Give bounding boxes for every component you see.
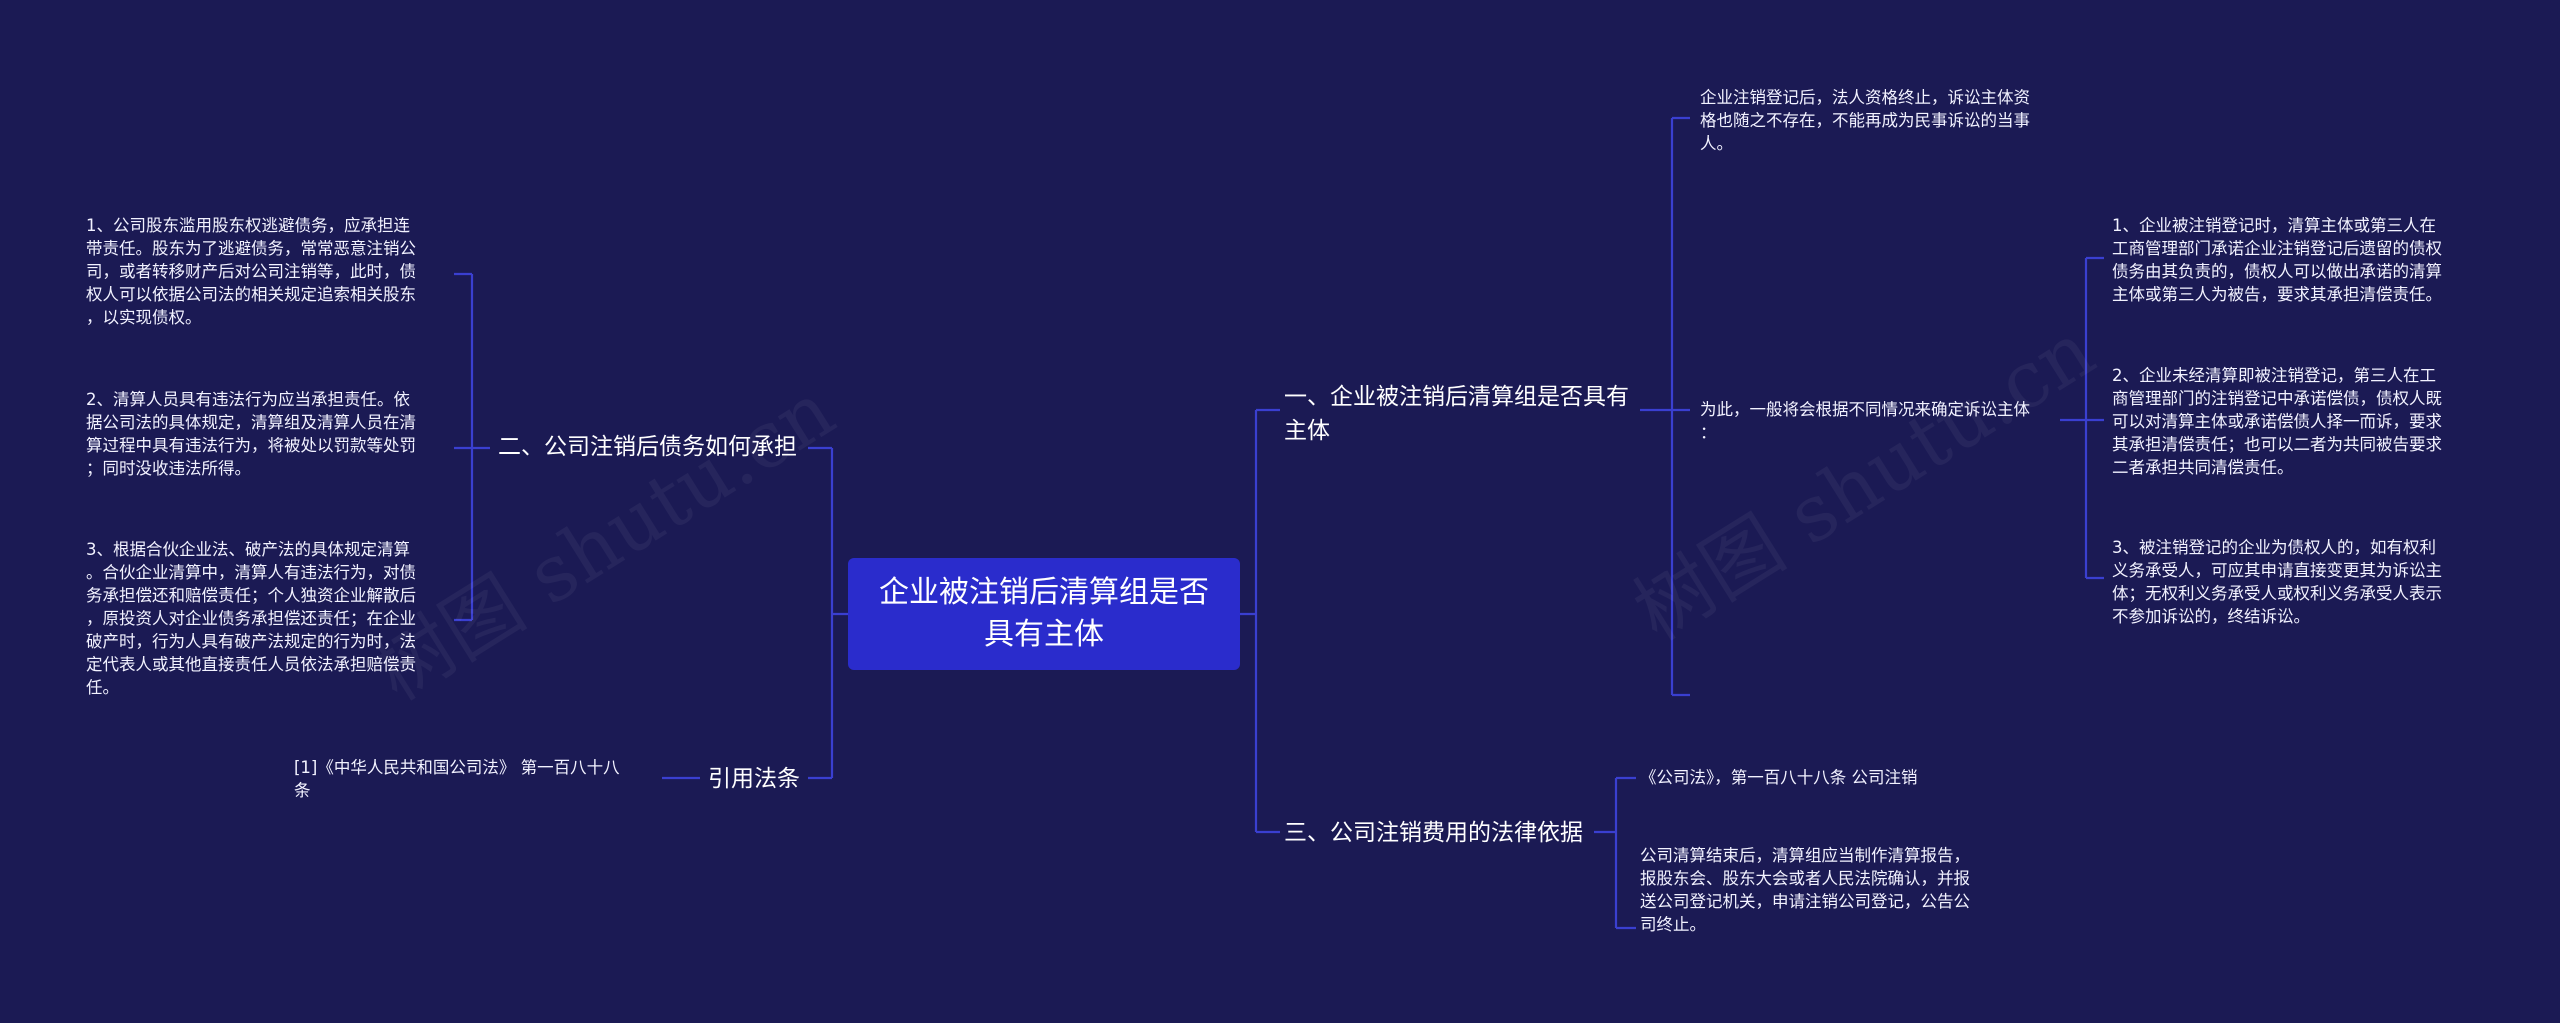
link-r1-children <box>1640 116 1690 697</box>
r1-leaf-mid[interactable]: 为此，一般将会根据不同情况来确定诉讼主体 ： <box>1700 400 2030 442</box>
l2-leaf[interactable]: 2、清算人员具有违法行为应当承担责任。依 据公司法的具体规定，清算组及清算人员在… <box>86 390 416 478</box>
link-l2-children <box>454 272 490 622</box>
r1-leaf-top[interactable]: 企业注销登记后，法人资格终止，诉讼主体资 格也随之不存在，不能再成为民事诉讼的当… <box>1700 88 2030 153</box>
l4-leaf[interactable]: [1]《中华人民共和国公司法》 第一百八十八 条 <box>294 758 620 800</box>
link-r3-children <box>1594 776 1636 930</box>
l2-leaf[interactable]: 3、根据合伙企业法、破产法的具体规定清算 。合伙企业清算中，清算人有违法行为，对… <box>86 540 416 697</box>
link-r1-mid-children <box>2060 256 2104 580</box>
r1-sub-item[interactable]: 1、企业被注销登记时，清算主体或第三人在 工商管理部门承诺企业注销登记后遗留的债… <box>2112 216 2442 304</box>
link-right-branch1 <box>1255 408 1280 834</box>
root-topic[interactable]: 企业被注销后清算组是否 具有主体 <box>848 558 1240 670</box>
branch-l4-title[interactable]: 引用法条 <box>708 766 800 792</box>
branch-r1-title[interactable]: 一、企业被注销后清算组是否具有 主体 <box>1284 384 1629 444</box>
l2-leaf[interactable]: 1、公司股东滥用股东权逃避债务，应承担连 带责任。股东为了逃避债务，常常恶意注销… <box>86 216 416 327</box>
branch-r3-title[interactable]: 三、公司注销费用的法律依据 <box>1284 820 1583 846</box>
r3-leaf[interactable]: 公司清算结束后，清算组应当制作清算报告， 报股东会、股东大会或者人民法院确认，并… <box>1640 846 1970 934</box>
branch-l2-title[interactable]: 二、公司注销后债务如何承担 <box>498 434 797 460</box>
r1-sub-item[interactable]: 2、企业未经清算即被注销登记，第三人在工 商管理部门的注销登记中承诺偿债，债权人… <box>2112 366 2442 477</box>
link-root-right <box>1240 410 1258 832</box>
link-root-left <box>830 448 848 778</box>
r3-leaf[interactable]: 《公司法》，第一百八十八条 公司注销 <box>1640 768 1918 787</box>
link-left-branch2 <box>808 446 832 780</box>
r1-sub-item[interactable]: 3、被注销登记的企业为债权人的，如有权利 义务承受人，可应其申请直接变更其为诉讼… <box>2112 538 2442 626</box>
